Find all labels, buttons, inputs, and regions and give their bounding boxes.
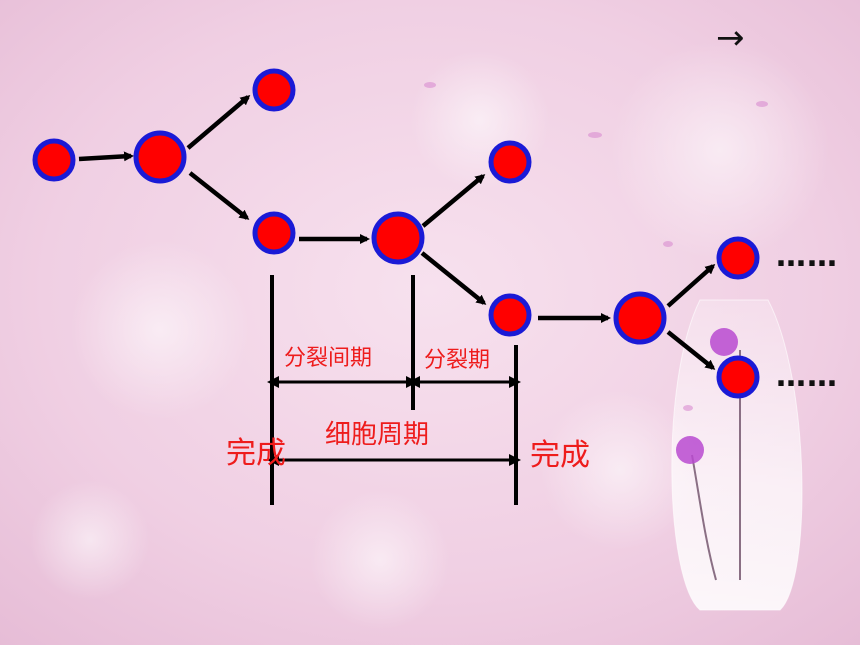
flower-icon bbox=[676, 436, 704, 464]
arrow-5-to-6 bbox=[421, 174, 486, 228]
cell-6 bbox=[488, 140, 532, 184]
span-arrows bbox=[267, 376, 521, 466]
arrow-2-to-4 bbox=[188, 171, 250, 220]
next-arrow-icon[interactable]: → bbox=[716, 18, 745, 58]
complete-left-label: 完成 bbox=[226, 436, 286, 471]
cell-7 bbox=[488, 293, 532, 337]
cell-4 bbox=[252, 211, 296, 255]
cell-8-large bbox=[613, 291, 667, 345]
cell-cycle-label: 细胞周期 bbox=[325, 420, 430, 450]
vase-decoration bbox=[424, 82, 803, 611]
background-bokeh bbox=[30, 40, 830, 630]
arrow-2-to-3 bbox=[186, 95, 251, 150]
cell-2-large bbox=[133, 130, 187, 184]
interphase-label: 分裂间期 bbox=[284, 346, 373, 371]
cell-3 bbox=[252, 68, 296, 112]
cell-5-large bbox=[371, 211, 425, 265]
arrow-5-to-7 bbox=[420, 251, 487, 305]
mitotic-phase-label: 分裂期 bbox=[424, 348, 491, 373]
complete-right-label: 完成 bbox=[530, 438, 590, 473]
arrow-1-to-2 bbox=[78, 151, 134, 162]
division-arrows bbox=[78, 95, 716, 370]
continuation-bottom: …… bbox=[776, 359, 838, 394]
continuation-top: …… bbox=[776, 239, 838, 274]
cell-10 bbox=[716, 355, 760, 399]
cells bbox=[32, 68, 760, 399]
cell-9 bbox=[716, 236, 760, 280]
arrow-8-to-9 bbox=[666, 264, 716, 308]
cell-1 bbox=[32, 138, 76, 182]
arrow-8-to-10 bbox=[666, 330, 716, 370]
flower-icon bbox=[710, 328, 738, 356]
